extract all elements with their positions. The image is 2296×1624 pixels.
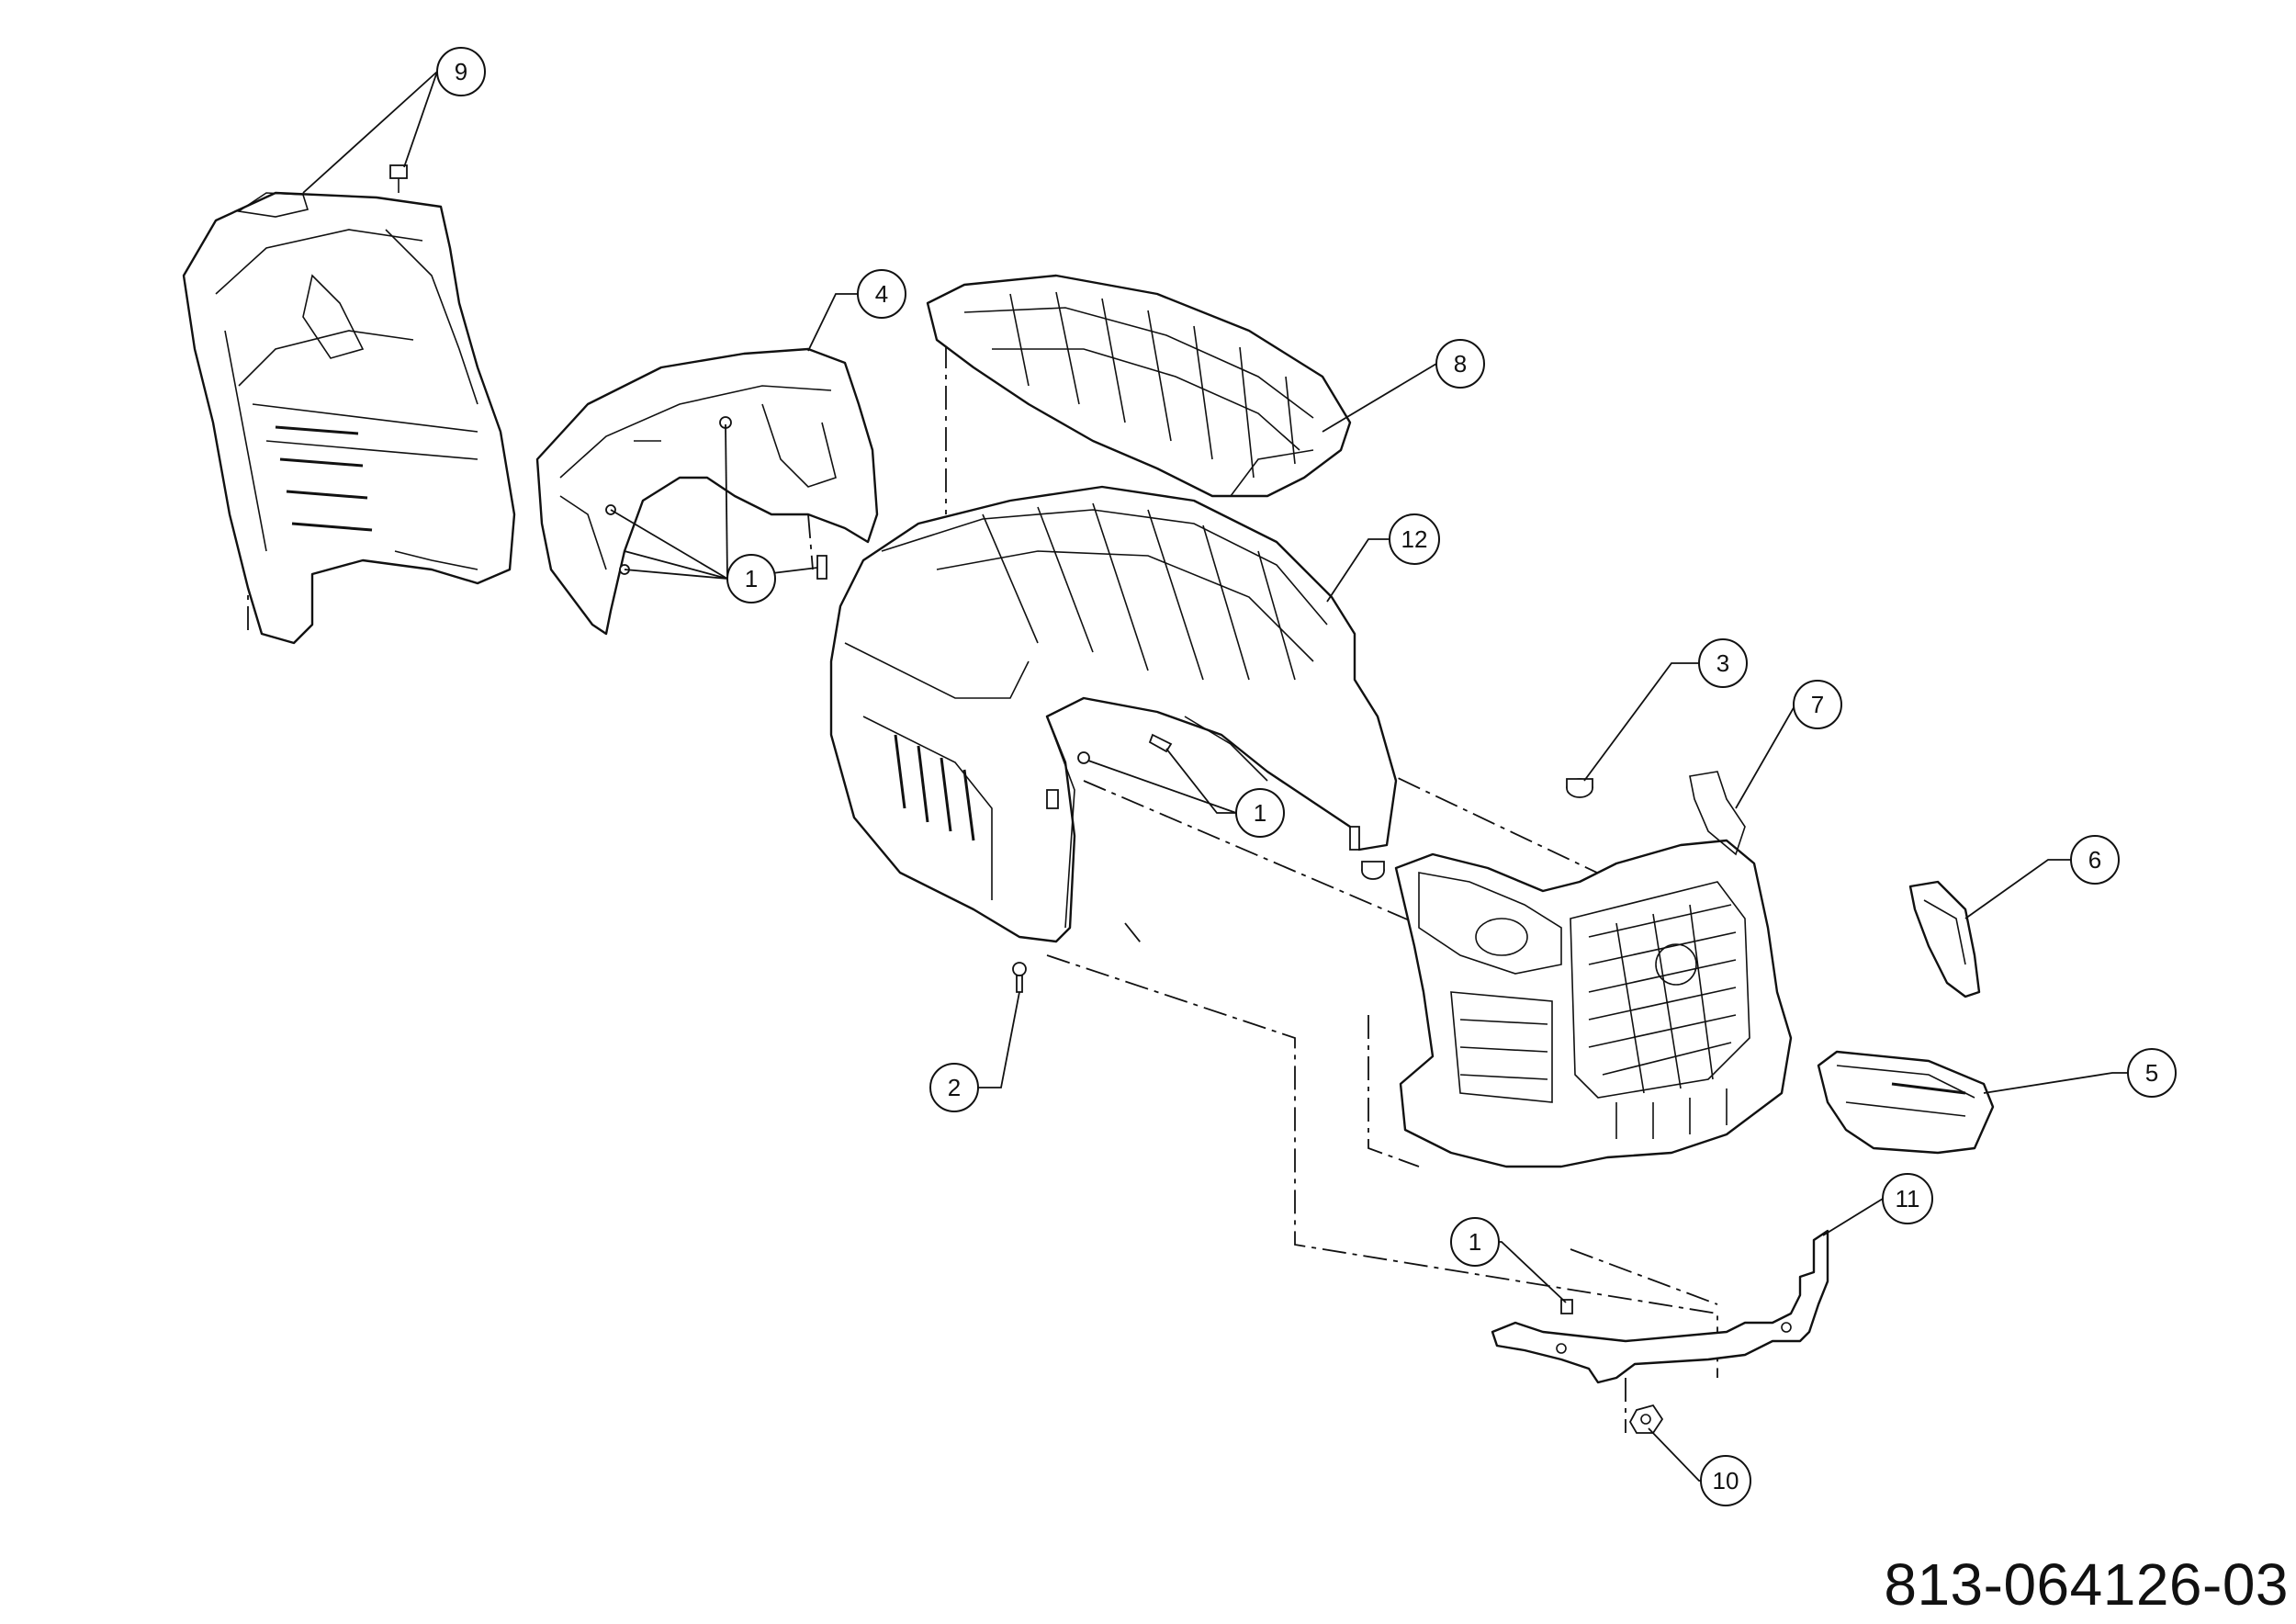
svg-text:10: 10 (1713, 1467, 1739, 1494)
svg-text:12: 12 (1401, 525, 1428, 553)
screws-part-1 (1077, 733, 1573, 1314)
callout-1: 1 (1450, 1217, 1500, 1267)
front-bracket-part-11 (1491, 1229, 1829, 1384)
hood-grille-part-8 (926, 274, 1352, 498)
svg-text:1: 1 (745, 565, 758, 592)
headlight-lens-part-6 (1908, 880, 1981, 998)
front-grille-part-7 (1394, 771, 1793, 1168)
headlight-housing-part-5 (1817, 1050, 1995, 1155)
svg-text:2: 2 (948, 1074, 961, 1101)
callout-10: 10 (1700, 1455, 1751, 1506)
nut-part-10 (1628, 1404, 1664, 1434)
svg-text:6: 6 (2088, 846, 2101, 874)
callout-8: 8 (1435, 339, 1485, 389)
hood-liner-part-4 (535, 347, 879, 636)
hood-part-12 (829, 485, 1398, 943)
callout-3: 3 (1698, 638, 1748, 688)
svg-text:5: 5 (2145, 1059, 2158, 1087)
plug (1361, 861, 1385, 880)
svg-text:4: 4 (875, 280, 888, 308)
callout-4: 4 (857, 269, 906, 319)
callout-12: 12 (1389, 513, 1440, 565)
svg-text:9: 9 (455, 58, 467, 85)
callouts: 9 4 8 12 1 3 7 1 (436, 47, 2177, 1506)
bumper-pad-part-3 (1566, 778, 1593, 798)
drawing-number: 813-064126-03 (1884, 1551, 2289, 1618)
screw-part-2 (1012, 962, 1027, 993)
svg-text:1: 1 (1469, 1228, 1481, 1256)
callout-1: 1 (726, 554, 776, 603)
callout-11: 11 (1882, 1173, 1933, 1224)
callout-9: 9 (436, 47, 486, 96)
callout-2: 2 (929, 1063, 979, 1112)
callout-6: 6 (2070, 835, 2120, 885)
svg-text:3: 3 (1716, 649, 1729, 677)
callout-7: 7 (1793, 680, 1842, 729)
svg-text:1: 1 (1254, 799, 1266, 827)
leader-lines (302, 71, 2128, 1482)
svg-text:7: 7 (1811, 691, 1824, 718)
dash-panel-part-9 (182, 164, 516, 645)
callout-1: 1 (1235, 788, 1285, 838)
svg-text:8: 8 (1454, 350, 1467, 378)
svg-text:11: 11 (1896, 1185, 1920, 1212)
callout-5: 5 (2127, 1048, 2177, 1098)
